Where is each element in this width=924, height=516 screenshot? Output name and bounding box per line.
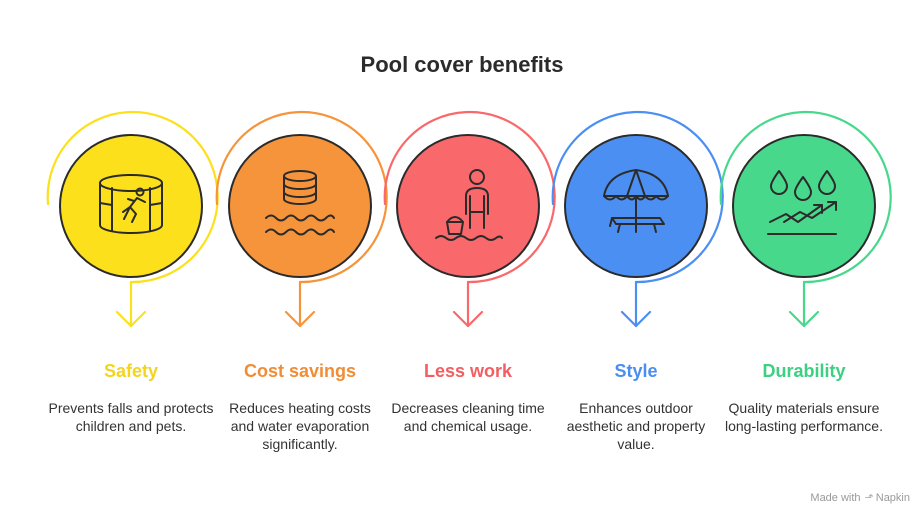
lightning-icon: ⬏ xyxy=(864,492,874,504)
arc-cost-savings xyxy=(215,110,388,284)
circle-durability xyxy=(732,134,876,278)
step-style xyxy=(551,110,724,328)
step-cost-savings xyxy=(215,110,388,328)
arrow-durability xyxy=(788,280,820,328)
drops-trend-icon xyxy=(767,170,837,235)
label-cost-savings: Cost savings xyxy=(243,361,357,381)
coins-water-icon xyxy=(265,170,335,236)
umbrella-lounger-icon xyxy=(603,169,669,233)
desc-less-work: Decreases cleaning time and chemical usa… xyxy=(391,400,545,434)
desc-safety: Prevents falls and protects children and… xyxy=(48,400,214,434)
step-less-work xyxy=(383,110,556,328)
desc-style: Enhances outdoor aesthetic and property … xyxy=(566,400,706,452)
arrow-style xyxy=(620,280,652,328)
arc-safety xyxy=(46,110,219,284)
step-durability xyxy=(719,110,892,328)
desc-durability: Quality materials ensure long-lasting pe… xyxy=(725,400,883,434)
watermark-brand: Napkin xyxy=(875,492,910,504)
diagram-title: Pool cover benefits xyxy=(360,52,564,77)
arrow-safety xyxy=(115,280,147,328)
arc-less-work xyxy=(383,110,556,284)
safety-fence-runner-icon xyxy=(99,174,163,234)
label-durability: Durability xyxy=(762,361,846,381)
arc-style xyxy=(551,110,724,284)
arc-durability xyxy=(719,110,892,284)
arrow-less-work xyxy=(452,280,484,328)
label-less-work: Less work xyxy=(423,361,513,381)
arrow-cost-savings xyxy=(284,280,316,328)
person-bucket-water-icon xyxy=(435,169,503,241)
circle-less-work xyxy=(396,134,540,278)
watermark-prefix: Made with xyxy=(810,492,861,504)
step-safety xyxy=(46,110,219,328)
circle-cost-savings xyxy=(228,134,372,278)
label-safety: Safety xyxy=(103,361,159,381)
label-style: Style xyxy=(614,361,658,381)
desc-cost-savings: Reduces heating costs and water evaporat… xyxy=(229,400,371,452)
watermark: Made with⬏Napkin xyxy=(810,491,910,504)
